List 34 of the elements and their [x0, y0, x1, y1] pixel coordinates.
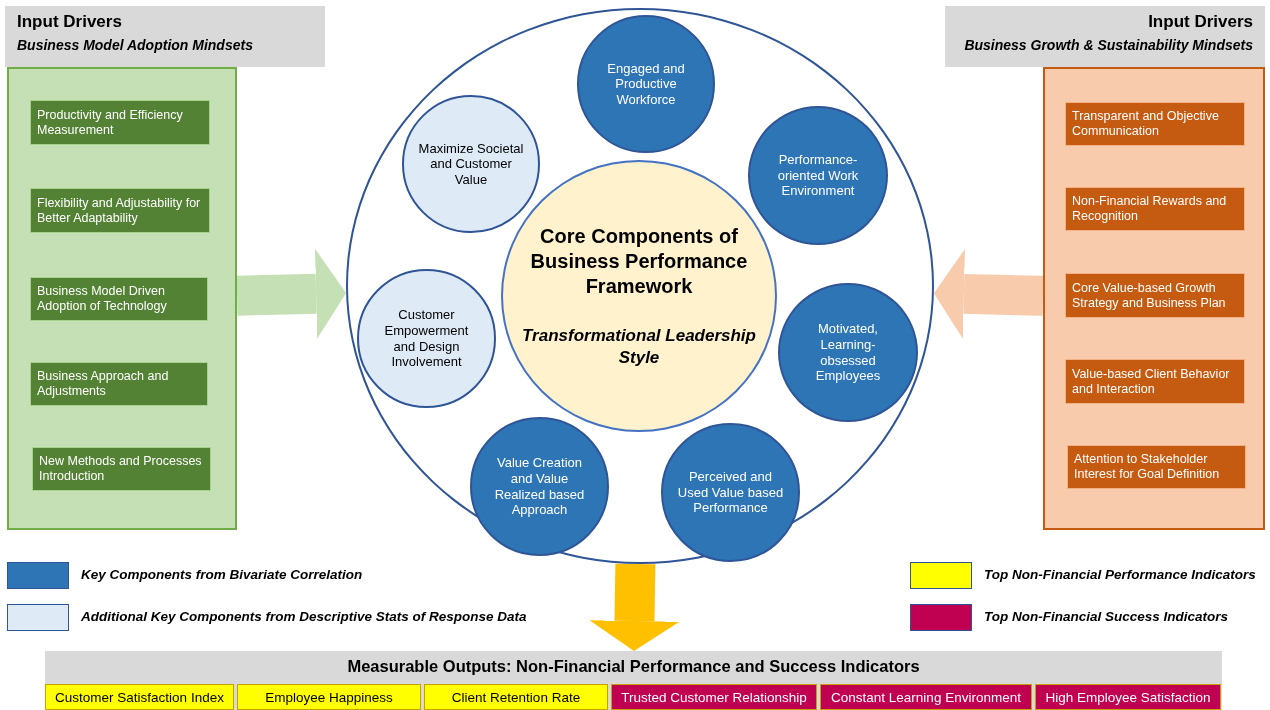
driver-box: Business Model Driven Adoption of Technology: [30, 277, 208, 321]
component-circle: Perceived and Used Value based Performance: [661, 423, 800, 562]
outputs-band: [45, 651, 1222, 710]
component-circle: Engaged and Productive Workforce: [577, 15, 715, 153]
component-circle: Customer Empowerment and Design Involvement: [357, 269, 496, 408]
legend-label: Additional Key Components from Descriptive Stats of Response Data: [81, 609, 527, 624]
indicator-cell: Customer Satisfaction Index: [45, 684, 234, 710]
panel-subheading: Business Model Adoption Mindsets: [17, 37, 254, 53]
indicator-cell: Trusted Customer Relationship: [611, 684, 817, 710]
driver-box: Non-Financial Rewards and Recognition: [1065, 187, 1245, 231]
panel-heading: Input Drivers: [17, 12, 123, 32]
indicator-cell: High Employee Satisfaction: [1035, 684, 1221, 710]
driver-box: Core Value-based Growth Strategy and Business Plan: [1065, 273, 1245, 318]
indicator-cell: Client Retention Rate: [424, 684, 608, 710]
driver-box: Transparent and Objective Communication: [1065, 102, 1245, 146]
driver-box: New Methods and Processes Introduction: [32, 447, 211, 491]
driver-box: Value-based Client Behavior and Interaction: [1065, 359, 1245, 404]
core-subtitle: Transformational Leadership Style: [521, 325, 757, 368]
indicator-cell: Constant Learning Environment: [820, 684, 1032, 710]
driver-box: Productivity and Efficiency Measurement: [30, 100, 210, 145]
component-circle: Maximize Societal and Customer Value: [402, 95, 540, 233]
component-circle: Performance-oriented Work Environment: [748, 106, 888, 245]
band-title: Measurable Outputs: Non-Financial Performance and Success Indicators: [346, 656, 921, 676]
legend-label: Key Components from Bivariate Correlation: [81, 567, 363, 582]
component-circle: Value Creation and Value Realized based Approach: [470, 417, 609, 556]
driver-box: Flexibility and Adjustability for Better Adaptability: [30, 188, 210, 233]
driver-box: Attention to Stakeholder Interest for Goal Definition: [1067, 445, 1246, 489]
legend-label: Top Non-Financial Performance Indicators: [984, 567, 1256, 582]
indicator-cell: Employee Happiness: [237, 684, 421, 710]
component-circle: Motivated, Learning-obsessed Employees: [778, 283, 918, 422]
panel-heading: Input Drivers: [1147, 12, 1253, 32]
legend-label: Top Non-Financial Success Indicators: [984, 609, 1229, 624]
driver-box: Business Approach and Adjustments: [30, 362, 208, 406]
panel-subheading: Business Growth & Sustainability Mindsets: [963, 37, 1253, 53]
